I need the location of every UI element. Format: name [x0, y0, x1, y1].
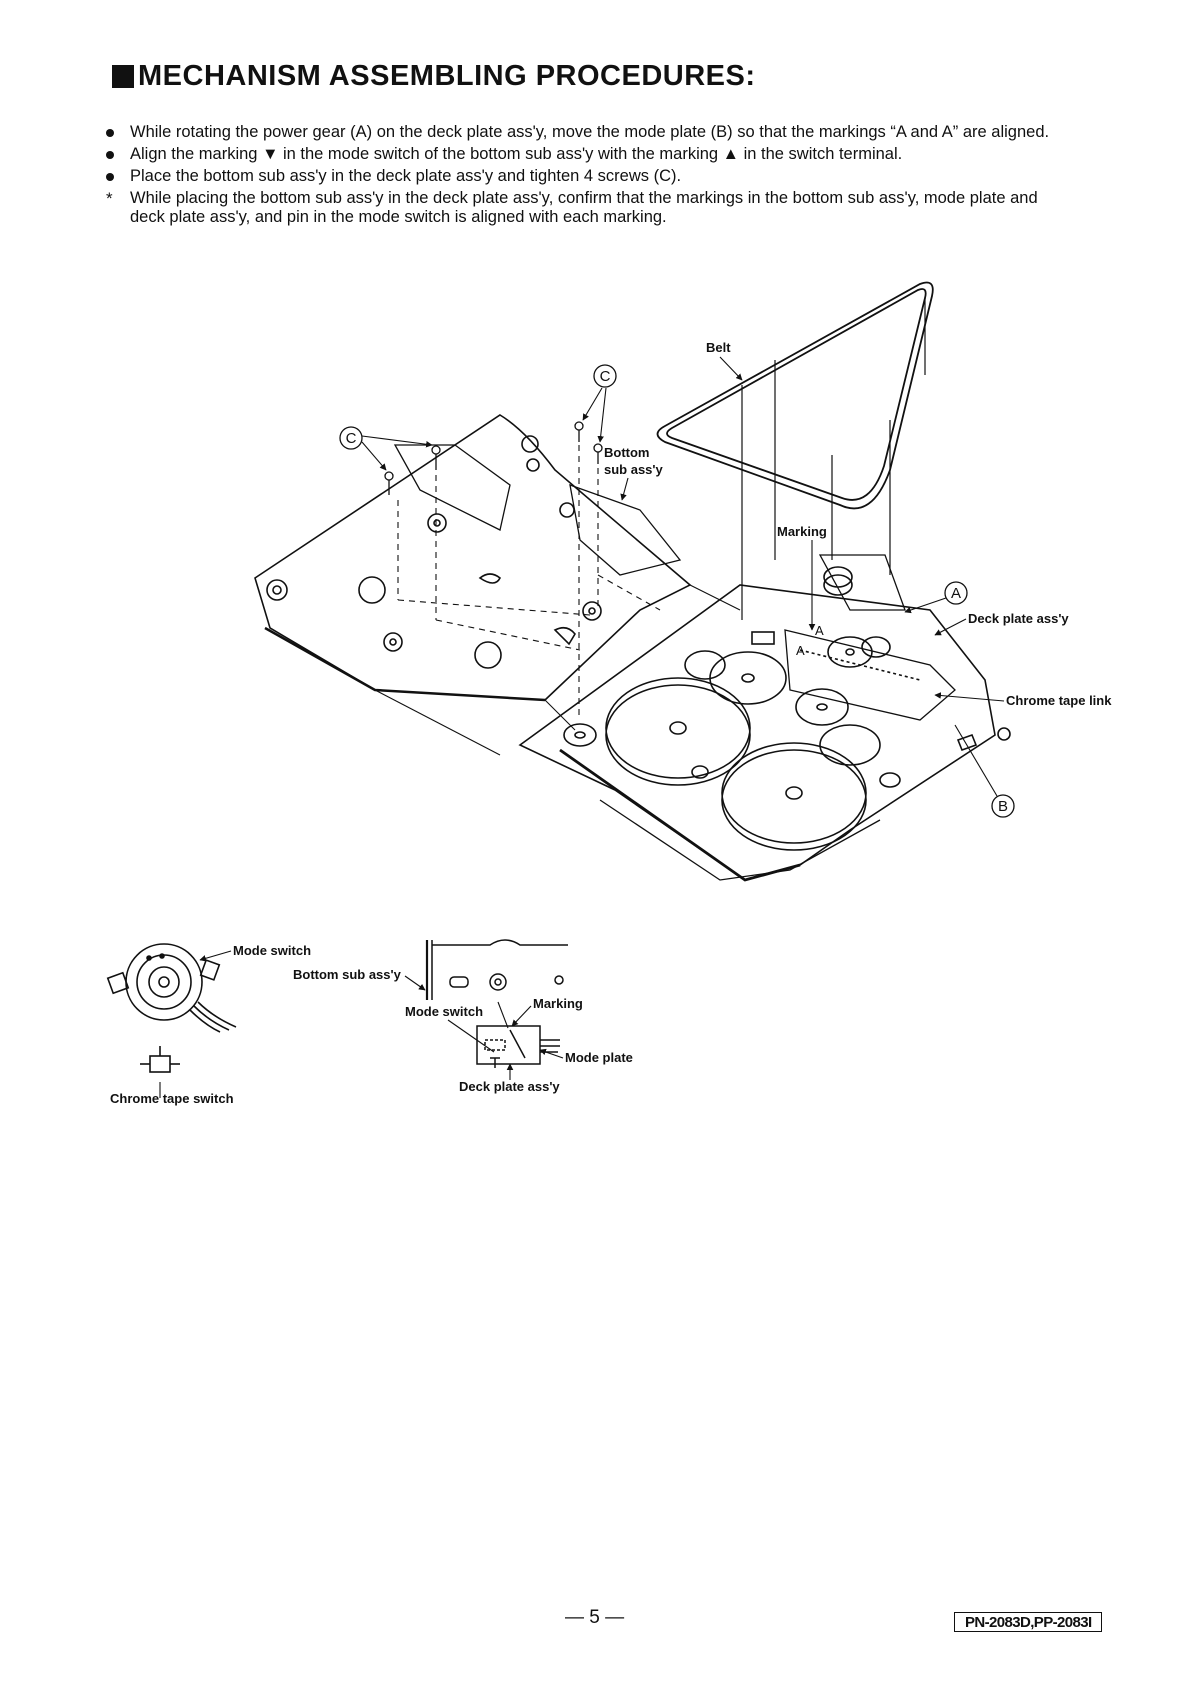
label-chrome-link: Chrome tape link	[934, 692, 1112, 708]
label-deck-plate-detail: Deck plate ass'y	[459, 1063, 560, 1094]
callout-c-left: C	[339, 426, 433, 471]
model-code: PN-2083D,PP-2083I	[954, 1612, 1102, 1632]
belt	[656, 281, 934, 620]
svg-text:B: B	[998, 798, 1008, 815]
alignment-detail	[425, 939, 568, 1068]
callout-b: B	[954, 724, 1015, 818]
heading-text: MECHANISM ASSEMBLING PROCEDURES:	[138, 60, 756, 92]
bullet-asterisk-icon: *	[106, 189, 113, 208]
bullet-dot-icon	[106, 151, 114, 159]
svg-text:A: A	[815, 623, 824, 638]
procedure-steps: While rotating the power gear (A) on the…	[104, 123, 1054, 230]
gear-markings: A A	[796, 623, 824, 658]
svg-text:A: A	[796, 643, 805, 658]
label-deck-plate: Deck plate ass'y	[934, 611, 1069, 636]
svg-text:Marking: Marking	[533, 996, 583, 1011]
svg-text:Deck plate ass'y: Deck plate ass'y	[459, 1079, 560, 1094]
svg-text:sub ass'y: sub ass'y	[604, 462, 664, 477]
label-mode-switch-detail: Mode switch	[405, 1004, 495, 1053]
svg-text:Mode switch: Mode switch	[233, 943, 311, 958]
svg-text:Chrome tape switch: Chrome tape switch	[110, 1091, 234, 1106]
svg-text:Mode switch: Mode switch	[405, 1004, 483, 1019]
svg-text:Bottom: Bottom	[604, 445, 650, 460]
bullet-dot-icon	[106, 129, 114, 137]
connection-lines	[374, 584, 741, 756]
svg-text:C: C	[346, 430, 357, 447]
bullet-dot-icon	[106, 173, 114, 181]
label-marking-detail: Marking	[497, 996, 583, 1029]
procedure-step: Align the marking ▼ in the mode switch o…	[104, 145, 1054, 164]
svg-text:Bottom sub ass'y: Bottom sub ass'y	[293, 967, 402, 982]
svg-text:A: A	[951, 585, 961, 602]
svg-text:Mode plate: Mode plate	[565, 1050, 633, 1065]
svg-text:Belt: Belt	[706, 340, 731, 355]
procedure-step: Place the bottom sub ass'y in the deck p…	[104, 167, 1054, 186]
label-belt: Belt	[706, 340, 743, 381]
deck-plate-assembly	[518, 554, 1011, 882]
heading-square-icon	[112, 65, 134, 88]
label-mode-plate: Mode plate	[539, 1048, 633, 1065]
label-chrome-switch: Chrome tape switch	[110, 1091, 234, 1106]
svg-text:Deck plate ass'y: Deck plate ass'y	[968, 611, 1069, 626]
svg-text:C: C	[600, 368, 611, 385]
label-bottom-sub-detail: Bottom sub ass'y	[293, 967, 426, 991]
label-bottom-sub: Bottom sub ass'y	[604, 445, 664, 501]
label-marking: Marking	[777, 524, 827, 631]
svg-text:Marking: Marking	[777, 524, 827, 539]
procedure-step: While rotating the power gear (A) on the…	[104, 123, 1054, 142]
screw-icons	[384, 421, 603, 495]
svg-text:Chrome tape link: Chrome tape link	[1006, 693, 1112, 708]
callout-a: A	[904, 581, 968, 614]
procedure-step: *While placing the bottom sub ass'y in t…	[106, 189, 1038, 226]
page-heading: MECHANISM ASSEMBLING PROCEDURES:	[112, 60, 756, 93]
alignment-dashed-lines	[397, 445, 661, 720]
callout-c-top: C	[582, 364, 617, 443]
mode-switch-detail	[106, 943, 237, 1098]
label-mode-switch-left: Mode switch	[199, 943, 311, 962]
page-number: — 5 —	[565, 1607, 625, 1628]
